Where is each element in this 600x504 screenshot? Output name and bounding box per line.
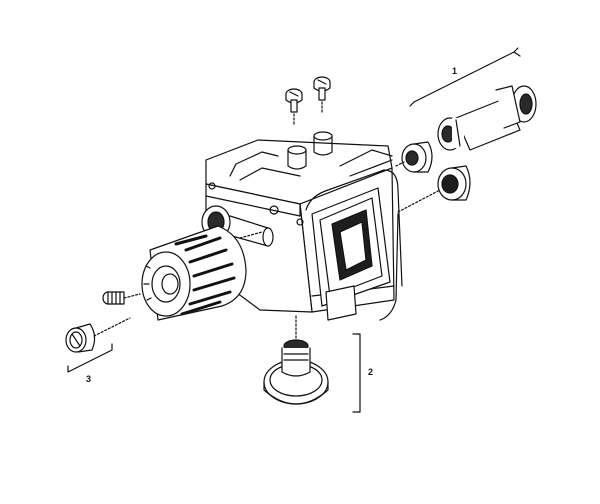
cylinder-fitting xyxy=(437,85,537,151)
top-screw-right xyxy=(313,76,331,115)
seal-ring-upper xyxy=(401,141,433,173)
leader-line xyxy=(397,189,441,213)
callout-1-bracket xyxy=(409,47,521,107)
callout-2-label: 2 xyxy=(368,367,373,377)
seal-ring-lower xyxy=(437,165,471,201)
housing-bottom-neck xyxy=(295,285,357,341)
bottom-valve xyxy=(263,339,329,405)
cap-screw xyxy=(65,317,131,353)
top-screw-left xyxy=(285,88,303,127)
leader-line xyxy=(395,161,405,167)
callout-2-bracket xyxy=(352,333,361,413)
callout-3-label: 3 xyxy=(86,374,91,384)
callout-1-label: 1 xyxy=(452,66,457,76)
set-screw xyxy=(102,291,141,305)
adjustment-knob xyxy=(141,225,263,321)
square-window-frame xyxy=(305,169,403,321)
callout-3-bracket xyxy=(67,343,113,373)
